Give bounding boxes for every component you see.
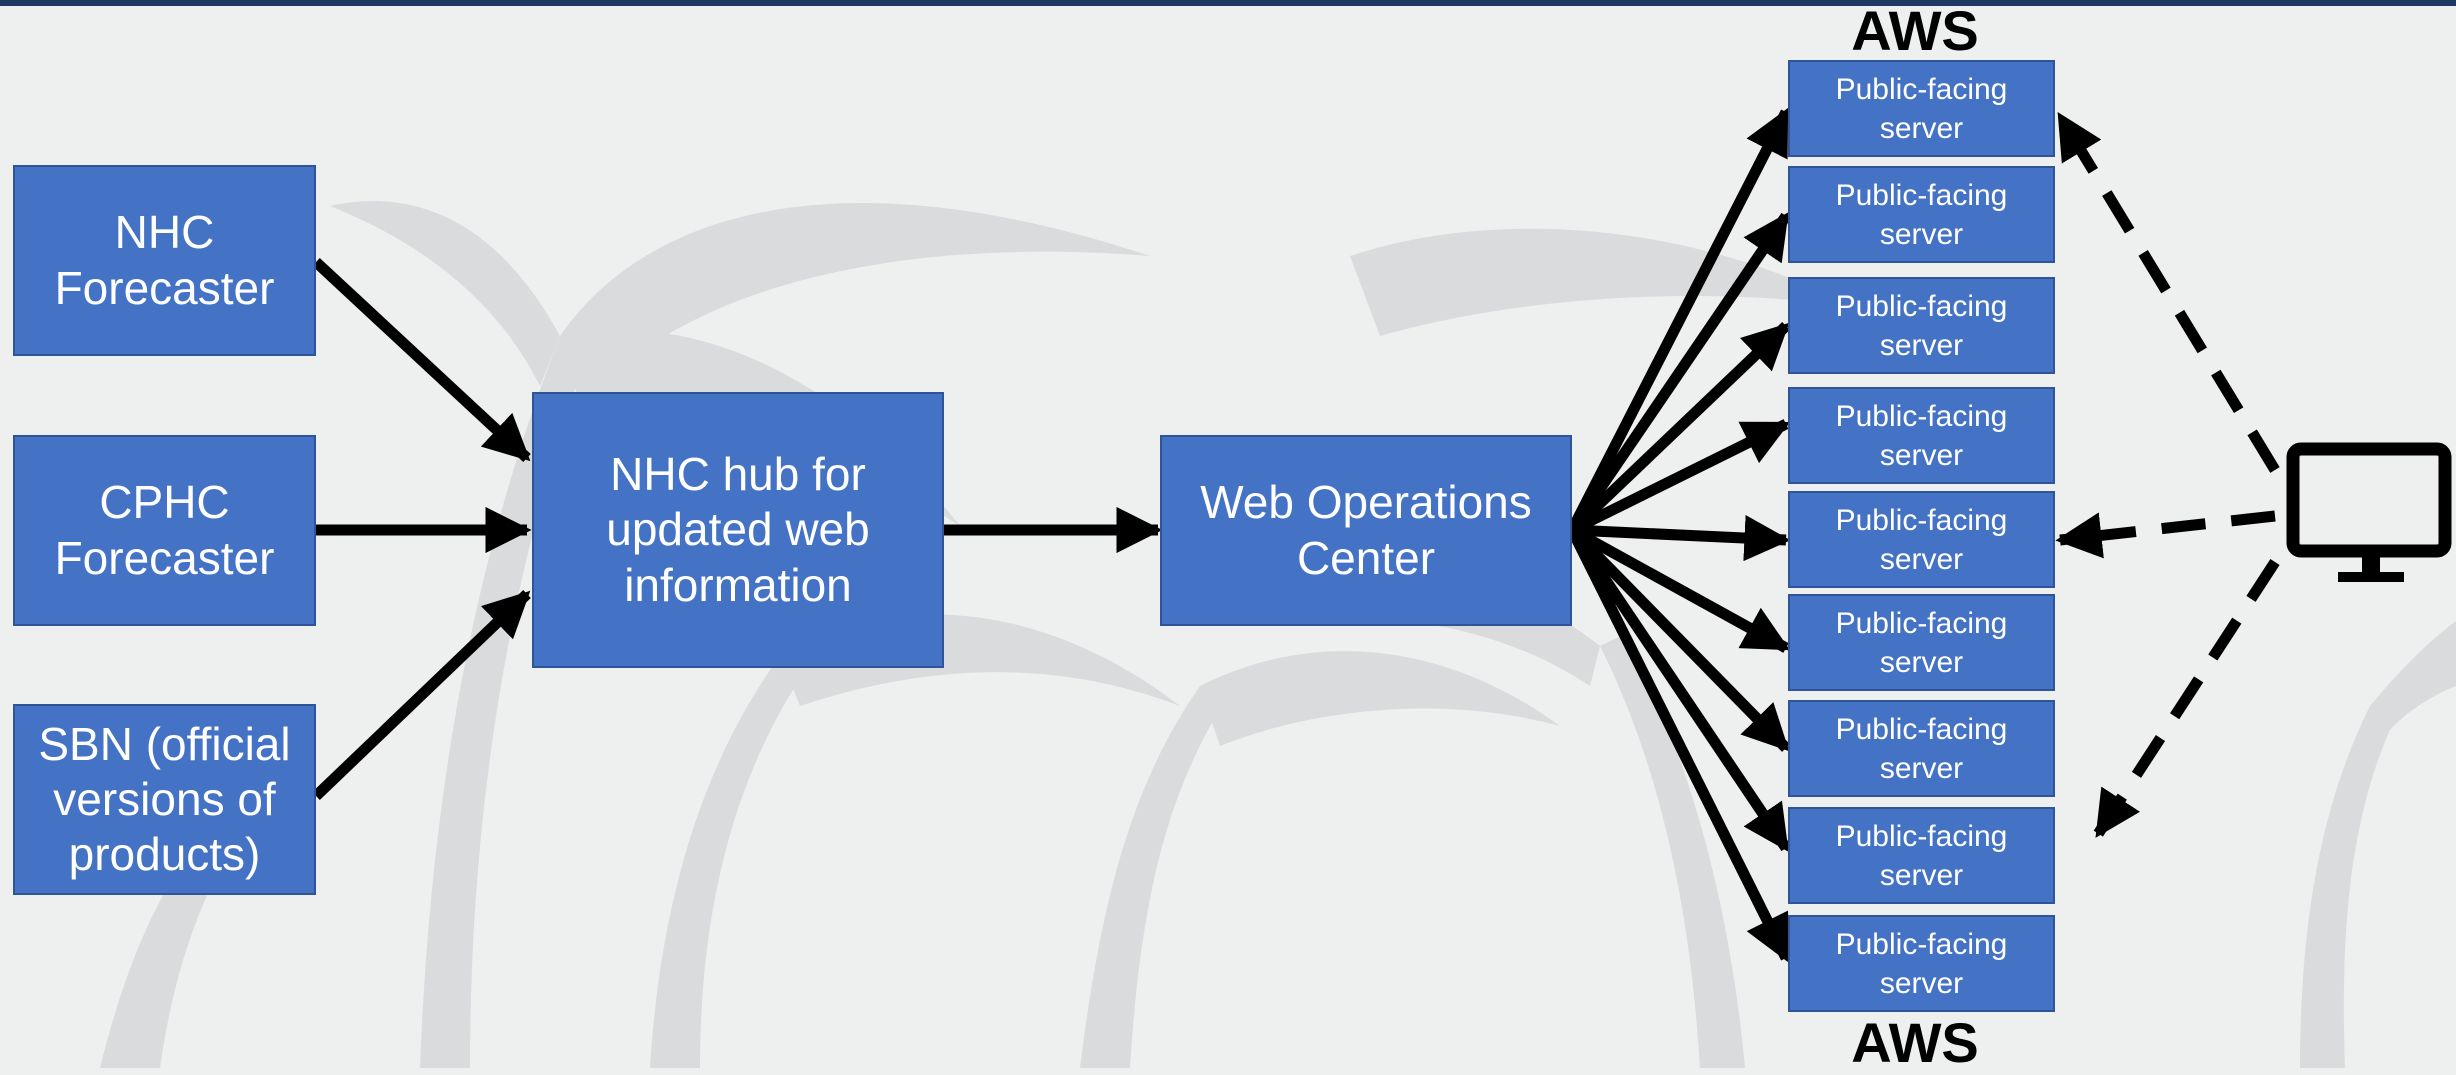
header-bar bbox=[0, 0, 2456, 6]
arrow-webops-to-server-4 bbox=[1569, 419, 1791, 535]
arrow-nhc-to-hub bbox=[312, 257, 531, 463]
arrow-webops-to-server-8 bbox=[1567, 526, 1791, 852]
arrow-webops-to-server-1 bbox=[1567, 107, 1791, 533]
public-server-box: Public-facing server bbox=[1788, 700, 2055, 797]
nhc-forecaster-box: NHC Forecaster bbox=[13, 165, 316, 356]
arrow-webops-to-server-5 bbox=[1571, 514, 1791, 562]
arrow-sbn-to-hub bbox=[312, 590, 531, 800]
aws-bottom-label: AWS bbox=[1851, 1011, 1979, 1074]
aws-top-label: AWS bbox=[1851, 0, 1979, 62]
arrow-webops-to-server-7 bbox=[1568, 526, 1790, 752]
arrow-webops-to-server-9 bbox=[1567, 527, 1791, 963]
dashed-arrow-client-to-server-1 bbox=[2055, 112, 2280, 473]
public-server-box: Public-facing server bbox=[1788, 387, 2055, 484]
public-server-box: Public-facing server bbox=[1788, 491, 2055, 588]
dashed-arrow-client-to-server-5 bbox=[2055, 510, 2276, 559]
palm-trees-background bbox=[100, 201, 2456, 1068]
public-server-box: Public-facing server bbox=[1788, 277, 2055, 374]
nhc-hub-box: NHC hub for updated web information bbox=[532, 392, 944, 668]
public-server-box: Public-facing server bbox=[1788, 807, 2055, 904]
public-server-box: Public-facing server bbox=[1788, 915, 2055, 1012]
web-operations-center-box: Web Operations Center bbox=[1160, 435, 1572, 626]
cphc-forecaster-box: CPHC Forecaster bbox=[13, 435, 316, 626]
public-server-box: Public-facing server bbox=[1788, 594, 2055, 691]
arrow-webops-to-server-6 bbox=[1569, 525, 1791, 653]
dashed-arrow-client-to-server-8 bbox=[2093, 559, 2280, 838]
public-server-box: Public-facing server bbox=[1788, 166, 2055, 263]
arrow-webops-to-server-3 bbox=[1568, 322, 1790, 534]
public-server-box: Public-facing server bbox=[1788, 60, 2055, 157]
sbn-official-products-box: SBN (official versions of products) bbox=[13, 704, 316, 895]
desktop-monitor-icon bbox=[2286, 442, 2452, 582]
arrow-webops-to-server-2 bbox=[1567, 212, 1791, 534]
